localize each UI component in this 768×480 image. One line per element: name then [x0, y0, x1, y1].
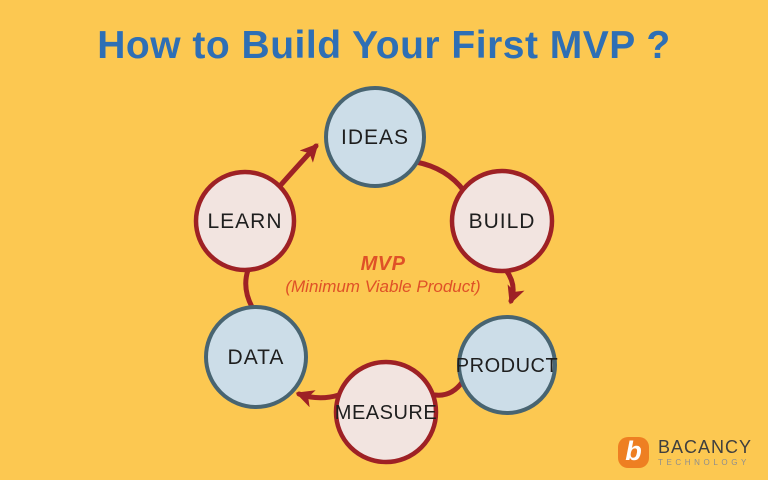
bacancy-logo-icon: b: [617, 437, 649, 468]
connector-product-to-measure: [432, 378, 466, 398]
page-title: How to Build Your First MVP ?: [97, 24, 671, 67]
bacancy-logo-text: BACANCY TECHNOLOGY: [658, 438, 752, 467]
ideas-circle: [324, 86, 426, 188]
arrow-learn-to-ideas: [276, 143, 319, 190]
center-caption-mvp: MVP: [361, 253, 406, 275]
ideas-label: IDEAS: [341, 126, 409, 149]
measure-label: MEASURE: [335, 402, 437, 424]
build-label: BUILD: [469, 210, 536, 233]
data-circle: [204, 305, 308, 409]
build-circle: [449, 168, 555, 274]
measure-circle: [333, 359, 439, 465]
product-circle: [457, 315, 557, 415]
connector-ideas-to-build: [413, 159, 467, 194]
learn-circle: [193, 169, 297, 273]
connector-data-to-learn: [243, 267, 255, 310]
logo-company-sub: TECHNOLOGY: [657, 458, 750, 467]
learn-label: LEARN: [207, 210, 282, 233]
logo-company-name: BACANCY: [657, 437, 752, 457]
center-caption-full: (Minimum Viable Product): [285, 277, 480, 296]
product-label: PRODUCT: [456, 355, 558, 377]
arrow-build-to-product: [503, 267, 525, 305]
data-label: DATA: [228, 346, 285, 369]
bacancy-logo: b BACANCY TECHNOLOGY: [617, 437, 752, 468]
arrow-measure-to-data: [295, 390, 342, 408]
